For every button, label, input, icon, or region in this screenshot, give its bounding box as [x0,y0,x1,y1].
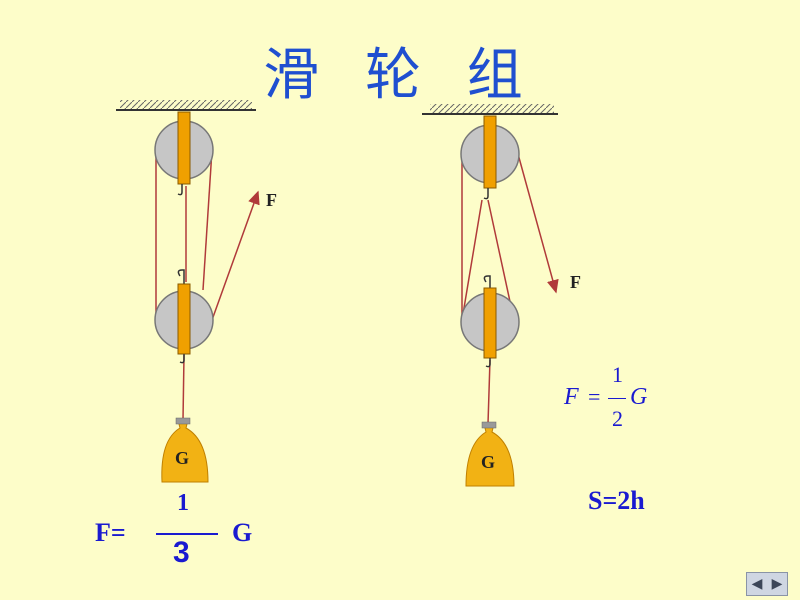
right-movable-bracket [483,287,497,359]
left-force-label: F [266,190,277,210]
left-pulley-system [116,100,260,483]
left-formula-suffix: G [232,518,253,547]
right-pulley-system [422,104,559,487]
left-movable-bracket [177,283,191,355]
right-fixed-bracket [483,115,497,189]
right-formula-num: 1 [612,362,623,387]
right-ceiling-hatch [430,104,554,113]
right-force-label: F [570,272,581,292]
left-fraction-bar [156,533,218,535]
right-formula-F: F [564,384,579,410]
left-formula-prefix: F= [95,518,126,547]
right-fraction-bar [608,398,626,399]
slide-nav: ◀ ▶ [746,572,788,596]
left-fixed-bracket [177,111,191,185]
left-weight-label: G [175,448,190,468]
left-formula-num: 1 [177,490,189,516]
right-formula-eq: = [588,384,601,409]
right-distance-formula: S=2h [588,486,645,515]
prev-slide-icon[interactable]: ◀ [751,576,763,592]
right-formula-den: 2 [612,406,623,431]
left-ceiling-hatch [120,100,252,109]
next-slide-icon[interactable]: ▶ [771,576,783,592]
slide-title: 滑 轮 组 [263,43,537,108]
left-formula-den: 3 [173,536,190,569]
right-weight-label: G [481,452,496,472]
right-formula-suffix: G [630,384,648,410]
